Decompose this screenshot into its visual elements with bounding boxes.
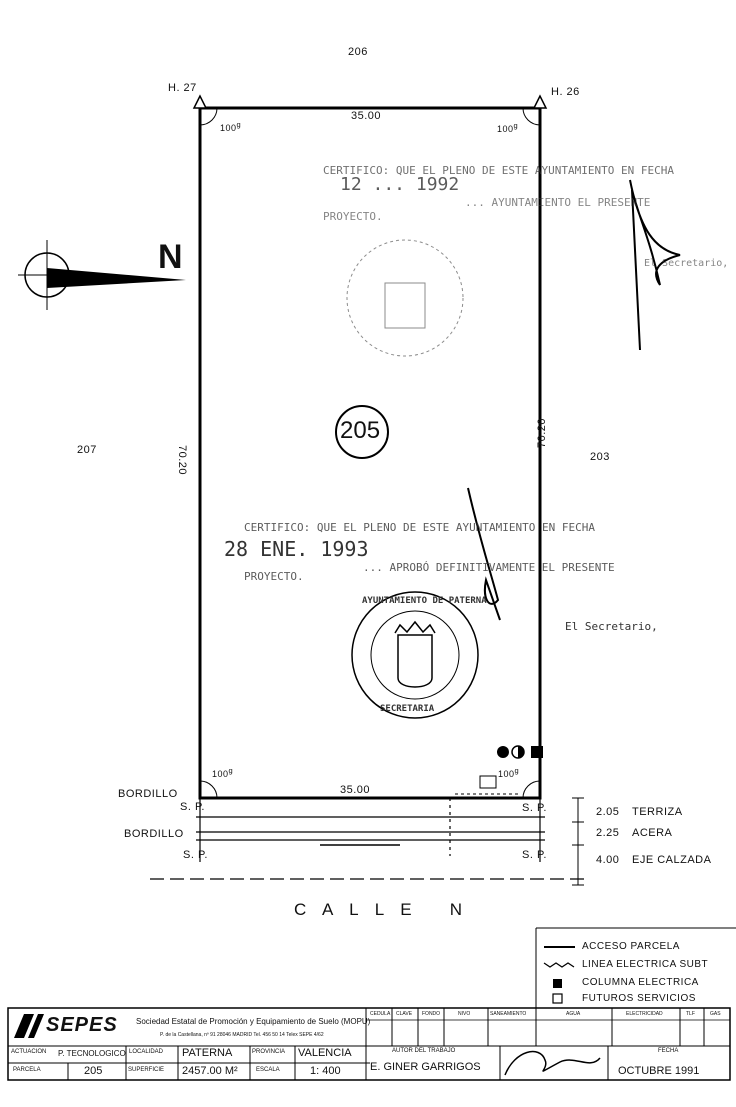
angle-label-ne: 100g [497, 121, 519, 134]
stamp-bottom-line3: PROYECTO. [244, 570, 304, 583]
legend-item: FUTUROS SERVICIOS [582, 993, 696, 1004]
service-label: AGUA [566, 1011, 581, 1017]
section-row-value: 4.00 [596, 854, 620, 866]
north-arrow-icon [18, 240, 186, 310]
stamp-top-date: 12 ... 1992 [340, 174, 460, 195]
corner-marker-ne [532, 94, 548, 109]
service-symbol-1 [497, 746, 509, 758]
provincia-label: PROVINCIA [252, 1049, 286, 1055]
wavy-line-icon [543, 962, 575, 968]
section-row-value: 2.25 [596, 827, 620, 839]
stamp-bottom-line2: ... APROBÓ DEFINITIVAMENTE EL PRESENTE [363, 561, 615, 574]
empty-square-icon [552, 993, 563, 1004]
bordillo-label-1: BORDILLO [118, 788, 178, 800]
legend-item: COLUMNA ELECTRICA [582, 977, 699, 988]
service-label: GAS [710, 1011, 721, 1017]
dimension-top: 35.00 [351, 110, 382, 122]
escala-label: ESCALA [256, 1067, 280, 1073]
angle-label-nw: 100g [220, 120, 242, 133]
angle-arc-sw [199, 780, 218, 799]
sp-label-3: S. P. [183, 849, 208, 861]
parcel-number: 205 [340, 417, 381, 444]
dimension-left: 70.20 [176, 445, 188, 476]
service-label: TLF [686, 1011, 695, 1017]
bordillo-label-2: BORDILLO [124, 828, 184, 840]
sp-label-1: S. P. [180, 801, 205, 813]
fecha-label: FECHA [658, 1048, 679, 1054]
angle-arc-se [522, 780, 541, 799]
parcel-number-circle [335, 405, 389, 459]
angle-arc-ne [522, 107, 541, 126]
actuacion-label: ACTUACION [11, 1049, 47, 1055]
angle-arc-nw [199, 107, 218, 126]
stamp-bottom-secretary: El Secretario, [565, 620, 658, 633]
superficie-value: 2457.00 M² [182, 1065, 238, 1077]
angle-label-sw: 100g [212, 766, 234, 779]
signature-middle [467, 487, 501, 621]
street-name: C A L L E N [294, 900, 469, 919]
legend-item: ACCESO PARCELA [582, 941, 680, 952]
service-label: CEDULA [370, 1011, 391, 1017]
stamp-bottom-line1: CERTIFICO: QUE EL PLENO DE ESTE AYUNTAMI… [244, 521, 595, 534]
escala-value: 1: 400 [310, 1065, 341, 1077]
sp-label-2: S. P. [522, 802, 547, 814]
legend-item: LINEA ELECTRICA SUBT [582, 959, 709, 970]
parcel-boundary [198, 106, 542, 800]
parcela-label: PARCELA [13, 1067, 41, 1073]
stamp-top-line1: CERTIFICO: QUE EL PLENO DE ESTE AYUNTAMI… [323, 164, 674, 177]
stamp-bottom-date: 28 ENE. 1993 [224, 537, 369, 561]
service-label: FONDO [422, 1011, 441, 1017]
autor-label: AUTOR DEL TRABAJO [392, 1048, 456, 1054]
org-name: SEPES [46, 1014, 118, 1036]
neighbor-east-label: 203 [590, 451, 610, 463]
seal-bottom-icon [351, 591, 479, 719]
stamp-top-line2: ... AYUNTAMIENTO EL PRESENTE [465, 196, 651, 209]
signature-top [629, 179, 681, 351]
service-label: CLAVE [396, 1011, 413, 1017]
dimension-bottom: 35.00 [340, 784, 371, 796]
actuacion-value: P. TECNOLOGICO [58, 1049, 126, 1058]
neighbor-west-label: 207 [77, 444, 97, 456]
corner-marker-nw [192, 94, 208, 109]
corner-label-ne: H. 26 [551, 86, 580, 98]
north-label: N [158, 238, 183, 276]
localidad-value: PATERNA [182, 1047, 233, 1059]
stamp-top-secretary: El Secretario, [644, 258, 729, 269]
title-block-frame [7, 1007, 731, 1081]
seal-top-icon [346, 239, 464, 357]
parcela-value: 205 [84, 1065, 103, 1077]
angle-label-se: 100g [498, 766, 520, 779]
superficie-label: SUPERFICIE [128, 1067, 165, 1073]
stamp-top-line3: PROYECTO. [323, 210, 383, 223]
section-row-value: 2.05 [596, 806, 620, 818]
section-row-name: ACERA [632, 827, 673, 839]
sepes-logo-icon [14, 1014, 44, 1038]
service-label: NIVO [458, 1011, 471, 1017]
service-label: ELECTRICIDAD [626, 1011, 663, 1017]
org-full-name: Sociedad Estatal de Promoción y Equipami… [136, 1017, 371, 1026]
autor-value: E. GINER GARRIGOS [370, 1061, 481, 1073]
author-signature [504, 1050, 601, 1076]
section-row-name: TERRIZA [632, 806, 683, 818]
localidad-label: LOCALIDAD [129, 1049, 164, 1055]
provincia-value: VALENCIA [298, 1047, 352, 1059]
seal-text-bottom: SECRETARIA [380, 704, 435, 714]
seal-text-top: AYUNTAMIENTO DE PATERNA [362, 596, 487, 606]
sp-label-4: S. P. [522, 849, 547, 861]
corner-label-nw: H. 27 [168, 82, 197, 94]
service-label: SANEAMIENTO [490, 1011, 527, 1017]
fecha-value: OCTUBRE 1991 [618, 1065, 700, 1077]
section-row-name: EJE CALZADA [632, 854, 712, 866]
org-address: P. de la Castellana, nº 91 28046 MADRID … [160, 1032, 324, 1038]
neighbor-north-label: 206 [348, 46, 368, 58]
dimension-right: 70.20 [536, 417, 548, 448]
filled-square-icon [553, 979, 562, 988]
service-symbol-3 [531, 746, 543, 758]
